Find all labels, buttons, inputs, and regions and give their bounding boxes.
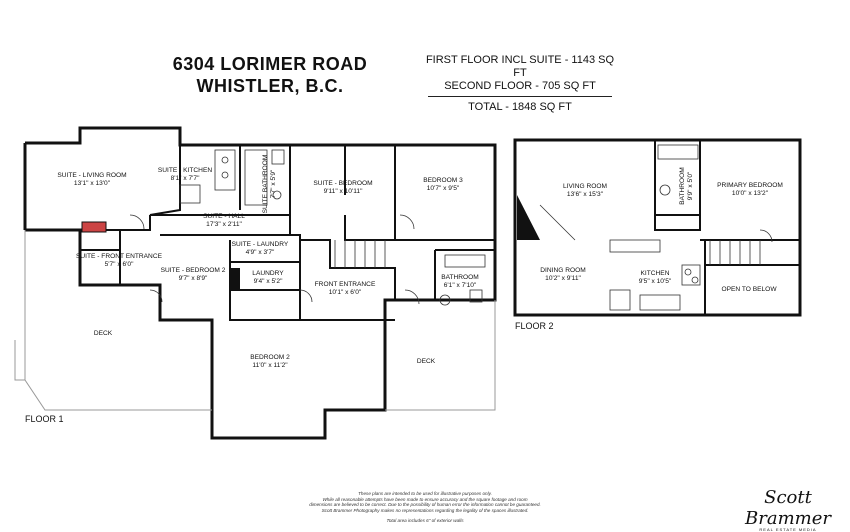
disclaimer-line-1: These plans are intended to be used for … [358,491,492,496]
second-floor-area: SECOND FLOOR - 705 SQ FT [444,80,596,92]
disclaimer-line-3: dimensions are believed to be correct. D… [309,502,541,508]
address-title: 6304 LORIMER ROAD WHISTLER, B.C. [160,53,380,97]
room-deck-right: DECK [416,358,436,365]
address-line-2: WHISTLER, B.C. [196,76,344,96]
first-floor-area: FIRST FLOOR INCL SUITE - 1143 SQ FT [425,54,615,79]
disclaimer-line-2: While all reasonable attempts have been … [322,496,528,502]
brand-logo: Scott Brammer REAL ESTATE MEDIA [738,487,838,532]
floor-2-label: FLOOR 2 [515,321,554,331]
signature: Scott Brammer [745,487,831,529]
area-summary: FIRST FLOOR INCL SUITE - 1143 SQ FT SECO… [420,54,620,114]
disclaimer: These plans are intended to be used for … [250,491,600,524]
floor-1-label: FLOOR 1 [25,414,64,424]
total-area: TOTAL - 1848 SQ FT [468,101,572,113]
address-line-1: 6304 LORIMER ROAD [172,54,368,74]
disclaimer-line-4: Scott Brammer Photography makes no repre… [321,507,529,513]
disclaimer-line-5: Total area includes 6" of exterior walls [386,518,464,524]
room-open-to-below: OPEN TO BELOW [721,286,777,293]
area-divider [428,96,612,97]
room-deck-left: DECK [93,330,113,337]
